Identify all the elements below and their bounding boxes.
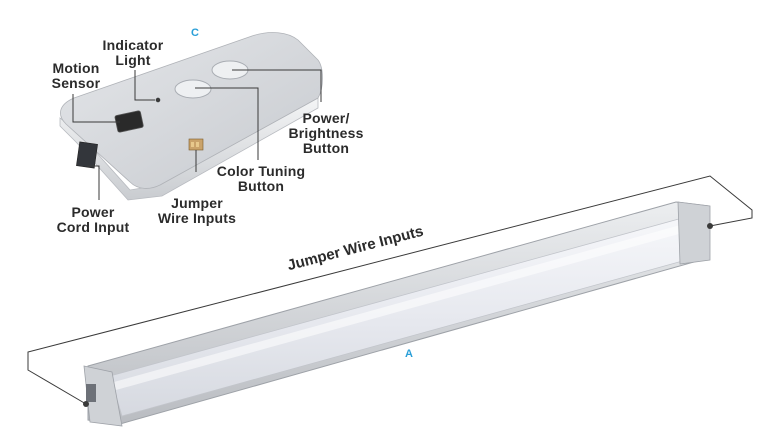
jumper-pin — [191, 142, 194, 147]
dot-right-input — [707, 223, 713, 229]
label-line: Color Tuning — [216, 163, 306, 179]
bar-label-gap — [274, 216, 436, 278]
label-line: Power/ — [302, 110, 350, 126]
label-line: Wire Inputs — [157, 210, 237, 226]
power-cord-port — [76, 141, 98, 169]
light-bar — [83, 201, 711, 427]
label-power-brightness: Power/ Brightness Button — [278, 111, 374, 156]
label-line: Light — [115, 52, 151, 68]
bar-bracket — [27, 175, 753, 405]
label-line: Button — [237, 178, 285, 194]
label-line: Button — [302, 140, 350, 156]
label-line: Power — [71, 204, 115, 220]
color-tuning-button — [174, 79, 212, 99]
right-end-cap — [677, 201, 711, 265]
motion-sensor — [114, 110, 144, 133]
leader-indicator-light — [134, 70, 155, 101]
label-line: Indicator — [102, 37, 164, 53]
leader-motion-sensor — [72, 94, 120, 123]
controller-front-face — [59, 97, 319, 201]
jumper-pin — [196, 142, 199, 147]
letter-c: C — [191, 27, 199, 39]
leader-power-cord — [87, 165, 100, 200]
controller-unit — [59, 32, 323, 201]
label-motion-sensor: Motion Sensor — [40, 61, 112, 91]
leader-lines — [27, 69, 753, 405]
letter-a: A — [405, 348, 413, 360]
leader-color-tuning — [195, 87, 259, 160]
label-line: Sensor — [51, 75, 101, 91]
label-line: Cord Input — [56, 219, 130, 235]
dot-indicator — [155, 97, 161, 103]
left-jumper-port — [86, 384, 96, 402]
label-line: Motion — [52, 60, 100, 76]
lens-highlight — [114, 224, 686, 390]
dot-left-input — [83, 401, 89, 407]
label-jumper-wire-inputs: Jumper Wire Inputs — [148, 196, 246, 226]
label-color-tuning: Color Tuning Button — [207, 164, 315, 194]
label-line: Jumper — [171, 195, 223, 211]
label-indicator-light: Indicator Light — [93, 38, 173, 68]
label-line: Brightness — [288, 125, 364, 141]
label-power-cord-input: Power Cord Input — [48, 205, 138, 235]
controller-top-face — [60, 32, 323, 189]
leader-power-brightness — [232, 69, 322, 102]
